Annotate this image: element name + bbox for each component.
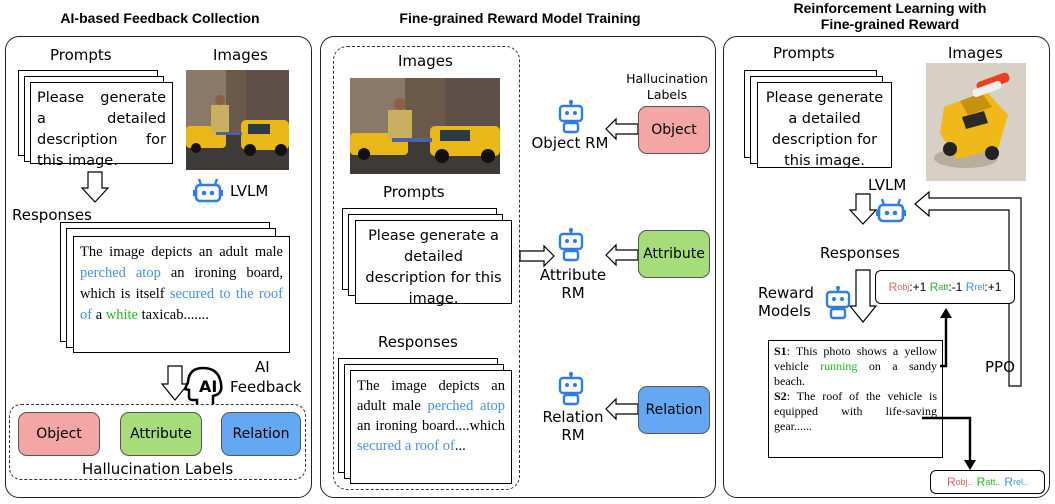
rl-lvlm-label: LVLM	[868, 176, 907, 194]
collection-labels-dashed-box	[9, 404, 306, 480]
rl-title-line2: Fine-grained Reward	[820, 16, 960, 32]
collection-down-arrow-2	[160, 365, 190, 401]
ai-feedback-label-1: AI	[255, 358, 270, 376]
collection-response-card: The image depicts an adult male perched …	[73, 236, 290, 353]
collection-object-label: Object	[18, 412, 100, 456]
s2-tag: S2	[774, 389, 787, 403]
object-rm-robot-icon	[558, 100, 584, 134]
collection-lvlm-label: LVLM	[230, 182, 269, 200]
training-data-dashed-box	[333, 46, 520, 490]
ai-head-icon: AI	[183, 366, 223, 404]
training-prompt-card: Please generate a detailed description f…	[355, 220, 512, 307]
training-title: Fine-grained Reward Model Training	[399, 10, 641, 26]
s2-to-reward-arrow	[922, 416, 976, 470]
s1-tag: S1	[774, 344, 787, 358]
attribute-label-to-rm-arrow	[605, 243, 639, 267]
attribute-rm-label: Attribute RM	[539, 266, 607, 302]
rl-prompts-label: Prompts	[773, 44, 835, 62]
collection-responses-label: Responses	[12, 206, 92, 224]
reward-models-robot-icon	[825, 286, 851, 320]
relation-label-to-rm-arrow	[605, 397, 639, 421]
rl-images-label: Images	[948, 44, 1003, 62]
collection-images-label: Images	[213, 46, 268, 64]
rl-response-card: S1: This photo shows a yellow vehicle ru…	[768, 340, 943, 458]
training-attribute-label: Attribute	[638, 230, 710, 278]
rl-down-arrow-2	[848, 269, 878, 323]
training-images-label: Images	[398, 52, 453, 70]
collection-prompts-label: Prompts	[50, 46, 112, 64]
collection-relation-label: Relation	[221, 412, 301, 456]
rl-title-line1: Reinforcement Learning with	[793, 0, 987, 16]
collection-taxi-image	[186, 70, 289, 170]
training-response-card: The image depicts an adult male perched …	[350, 370, 512, 484]
s1-hallucination: running	[820, 359, 858, 373]
rl-lvlm-robot-icon	[876, 198, 906, 223]
collection-response-text: The image depicts an adult male	[80, 244, 283, 260]
collection-hallucination-labels-text: Hallucination Labels	[82, 460, 234, 478]
ai-feedback-label-2: Feedback	[230, 378, 302, 396]
training-response-hallucination-1: perched atop	[427, 398, 505, 414]
training-data-to-rm-arrow	[519, 244, 555, 268]
training-prompts-label: Prompts	[383, 183, 445, 201]
collection-response-hallucination-1: perched atop	[80, 265, 161, 281]
relation-rm-label: Relation RM	[542, 408, 604, 444]
collection-response-hallucination-2: secured to the roof of	[80, 286, 283, 323]
relation-rm-robot-icon	[558, 372, 584, 406]
collection-response-hallucination-3: white	[105, 307, 138, 323]
training-relation-label: Relation	[638, 386, 710, 434]
training-response-hallucination-2: secured a roof of	[357, 438, 455, 454]
collection-title: AI-based Feedback Collection	[60, 10, 260, 26]
rl-responses-label: Responses	[820, 244, 900, 262]
rl-down-arrow-1	[848, 193, 878, 225]
attribute-rm-robot-icon	[558, 228, 584, 262]
training-object-label: Object	[638, 106, 710, 154]
collection-down-arrow-1	[80, 171, 110, 203]
training-responses-label: Responses	[378, 333, 458, 351]
svg-text:AI: AI	[199, 377, 217, 396]
ppo-feedback-loop	[914, 190, 1022, 387]
rl-truck-image	[926, 63, 1026, 181]
collection-lvlm-robot-icon	[193, 178, 223, 203]
s1-to-reward-arrow	[940, 308, 952, 368]
reward-models-label-1: Reward	[758, 284, 814, 302]
rl-prompt-card: Please generate a detailed description f…	[757, 82, 892, 169]
collection-attribute-label: Attribute	[120, 412, 202, 456]
object-rm-label: Object RM	[531, 134, 609, 152]
ppo-label: PPO	[985, 358, 1015, 376]
training-hallucination-label-2: Labels	[646, 87, 688, 102]
object-label-to-rm-arrow	[605, 117, 639, 141]
training-hallucination-label-1: Hallucination	[626, 71, 708, 86]
training-taxi-image	[350, 78, 500, 174]
collection-prompt-card: Please generate a detailed description f…	[30, 82, 173, 169]
reward-models-label-2: Models	[758, 302, 811, 320]
